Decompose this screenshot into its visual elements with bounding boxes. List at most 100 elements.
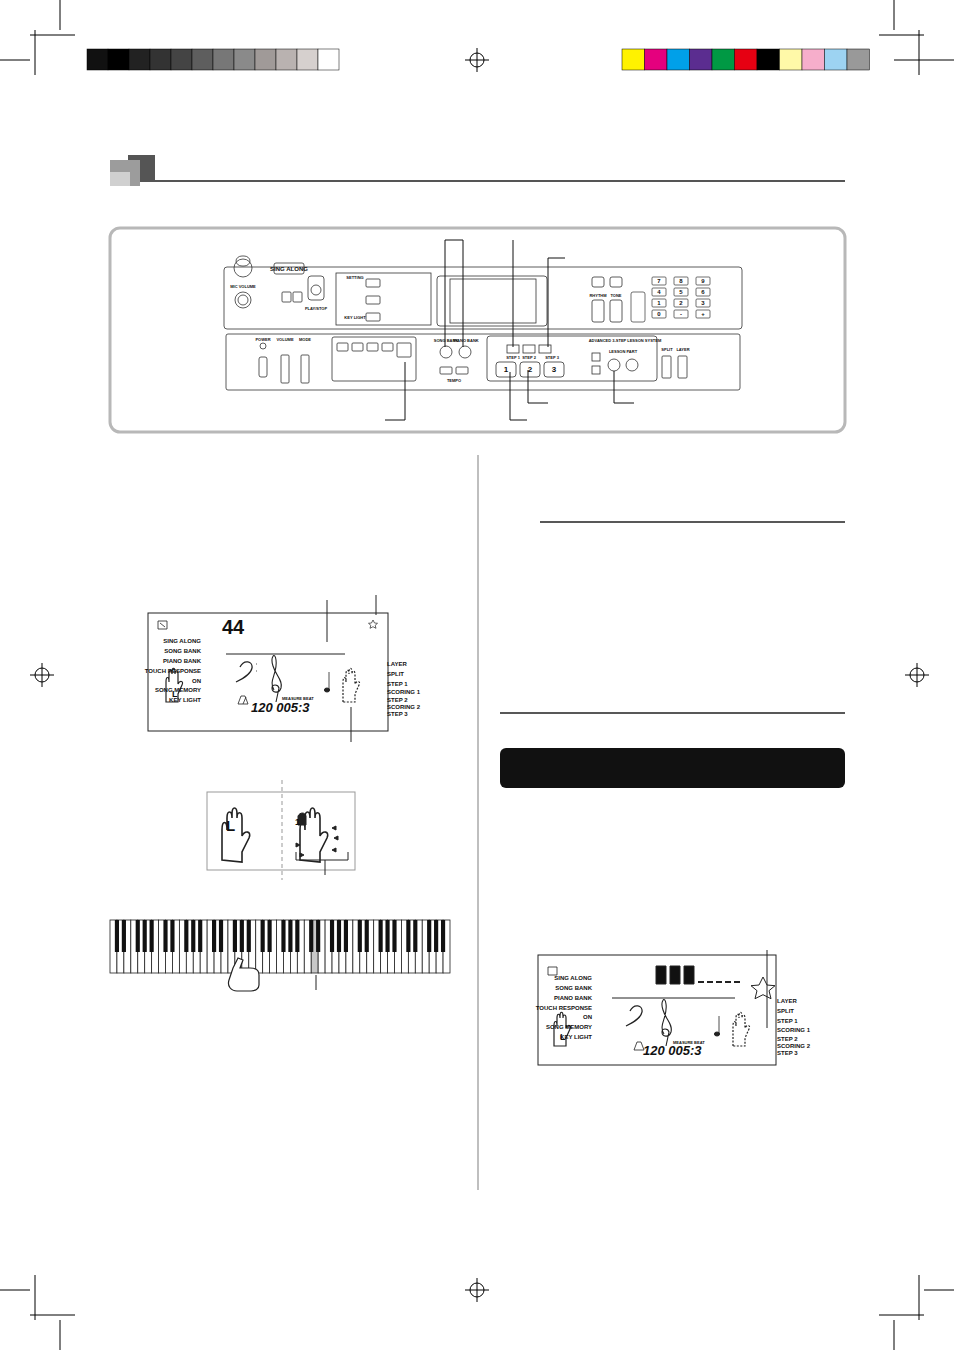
gray-patch [150, 49, 171, 70]
label: TOUCH RESPONSE [145, 668, 201, 674]
label: ADVANCED 3-STEP LESSON SYSTEM [589, 339, 662, 343]
label: 6 [701, 289, 704, 295]
color-patch [622, 49, 645, 70]
color-patch [780, 49, 803, 70]
label: STEP 1 [777, 1018, 798, 1024]
leader-line [316, 975, 317, 990]
rule [500, 522, 845, 713]
label: LAYER [387, 661, 407, 667]
label: MIC VOLUME [230, 285, 256, 289]
black-key [288, 920, 292, 952]
section-heading-bar [500, 748, 845, 788]
black-key [122, 920, 126, 952]
label: LAYER [676, 348, 689, 352]
number-key [652, 299, 666, 307]
number-key [652, 288, 666, 296]
black-key [427, 920, 431, 952]
label: 3 [552, 366, 556, 374]
black-key [330, 920, 334, 952]
label: ON [583, 1014, 592, 1020]
gray-patch [87, 49, 108, 70]
label: LAYER [777, 998, 797, 1004]
pointing-hand [228, 958, 259, 991]
label: SONG MEMORY [155, 687, 201, 693]
hands-diagram [207, 780, 355, 880]
black-key [337, 920, 341, 952]
black-key [115, 920, 119, 952]
black-key [434, 920, 438, 952]
gray-patch [276, 49, 297, 70]
label: SPLIT [661, 348, 672, 352]
label: 1 [504, 366, 508, 374]
page-header [110, 155, 845, 186]
label: TONE [610, 294, 621, 298]
color-patch [690, 49, 713, 70]
label: SING ALONG [554, 975, 592, 981]
label: SCORING 1 [387, 689, 420, 695]
gray-patch [255, 49, 276, 70]
label: SONG MEMORY [546, 1024, 592, 1030]
label: SPLIT [387, 671, 404, 677]
gray-patch [192, 49, 213, 70]
black-key [170, 920, 174, 952]
black-key [184, 920, 188, 952]
label: 7 [657, 278, 660, 284]
label: 8 [679, 278, 682, 284]
label: STEP 2 [387, 697, 408, 703]
black-key [392, 920, 396, 952]
black-key [413, 920, 417, 952]
color-patch [712, 49, 735, 70]
label: STEP 2 [522, 356, 536, 360]
black-key [281, 920, 285, 952]
number-key [674, 299, 688, 307]
black-key [219, 920, 223, 952]
number-key [674, 288, 688, 296]
label: STEP 3 [777, 1050, 798, 1056]
black-key [198, 920, 202, 952]
button [631, 292, 645, 322]
black-key [365, 920, 369, 952]
label: 5 [679, 289, 682, 295]
gray-patch [213, 49, 234, 70]
black-key [441, 920, 445, 952]
black-key [358, 920, 362, 952]
number-key [696, 288, 710, 296]
label: PLAY/STOP [305, 307, 327, 311]
color-patch [757, 49, 780, 70]
number-key [696, 277, 710, 285]
label: 1 [657, 300, 660, 306]
label: STEP 1 [387, 681, 408, 687]
number-key [696, 310, 710, 318]
piano-keyboard [110, 920, 450, 973]
label: + [701, 311, 705, 317]
black-key [247, 920, 251, 952]
label: VOLUME [276, 338, 293, 342]
black-key [295, 920, 299, 952]
gray-patch [129, 49, 150, 70]
callout-lines [385, 240, 634, 420]
label: KEY LIGHT [344, 316, 365, 320]
label: SING ALONG [163, 638, 201, 644]
black-key [163, 920, 167, 952]
label: 9 [701, 278, 704, 284]
color-patch [645, 49, 668, 70]
black-key [268, 920, 272, 952]
label: 120 005:3 [643, 1044, 702, 1057]
label: ON [192, 678, 201, 684]
black-key [261, 920, 265, 952]
label: STEP 2 [777, 1036, 798, 1042]
keyboard-panel [224, 256, 742, 390]
black-key [379, 920, 383, 952]
black-key [406, 920, 410, 952]
black-key [136, 920, 140, 952]
number-keys [631, 277, 710, 322]
gray-patch [171, 49, 192, 70]
label: STEP 3 [387, 711, 408, 717]
label: RHYTHM [589, 294, 606, 298]
label: MODE [299, 338, 311, 342]
label: 120 005:3 [251, 701, 310, 714]
black-key [191, 920, 195, 952]
black-key [233, 920, 237, 952]
